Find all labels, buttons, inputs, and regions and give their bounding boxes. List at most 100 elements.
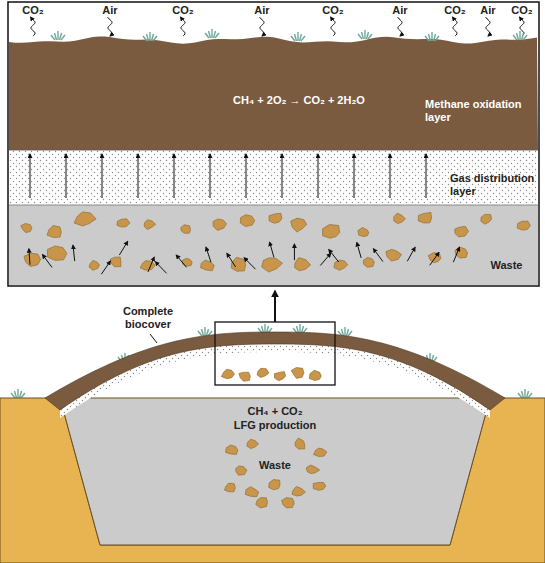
band-label: Waste [479, 259, 534, 272]
waste-lump [221, 369, 234, 379]
surface-gas-arrow [331, 17, 336, 36]
band-label: LFG production [195, 419, 355, 432]
plant [198, 331, 202, 336]
gas-arrow [66, 154, 67, 198]
plant [519, 31, 520, 40]
waste-lump [481, 214, 492, 224]
plant [518, 393, 522, 398]
plant [11, 393, 15, 398]
waste-lumps [221, 368, 326, 509]
waste-lump [386, 249, 402, 261]
plant [264, 324, 265, 333]
ground [0, 398, 545, 563]
waste-band: Waste [9, 205, 538, 285]
plant [15, 391, 17, 398]
plant [204, 327, 205, 336]
gas-arrow [354, 154, 355, 198]
waste-lump [291, 368, 304, 379]
callout-label: Complete biocover [113, 305, 183, 331]
plant [291, 36, 295, 41]
inset-marker [215, 322, 335, 385]
gas-arrow [270, 242, 274, 257]
surface-gas-arrows [31, 17, 525, 36]
waste-lump [274, 372, 285, 381]
waste-lump [313, 482, 326, 490]
zoom-arrow [274, 291, 276, 322]
waste-lump [295, 438, 305, 449]
inset-frame [8, 2, 539, 286]
waste-lump [257, 368, 269, 377]
band-label: CH₄ + CO₂ [195, 405, 355, 418]
waste-lump [225, 483, 236, 492]
plant [429, 34, 431, 41]
waste-lump [282, 498, 295, 508]
gas-arrow [430, 252, 439, 265]
waste-lump [364, 257, 375, 267]
gas-label: CO₂ [172, 4, 193, 17]
band-label: Waste [195, 459, 355, 472]
waste-lump [314, 448, 327, 456]
gas-arrow [119, 241, 127, 255]
plant [513, 35, 517, 40]
gas-arrow [155, 262, 166, 273]
gas-arrow [227, 253, 236, 267]
plant [517, 33, 519, 40]
waste-lump [24, 253, 41, 266]
plant [528, 393, 532, 398]
waste-lump [117, 219, 130, 227]
gas-arrow [138, 154, 139, 198]
waste-lump [144, 220, 156, 230]
plant [295, 34, 297, 41]
gas-arrow [210, 154, 211, 198]
band-label: Gas distribution layer [450, 172, 545, 198]
waste-lump [226, 445, 238, 454]
waste-lump [245, 487, 258, 497]
plant [202, 329, 204, 336]
waste-lump [74, 212, 96, 226]
plant [61, 35, 65, 40]
layer-boundary [9, 205, 538, 206]
waste-lump [47, 246, 67, 261]
waste-lump [21, 223, 32, 232]
plant [342, 329, 344, 336]
gas-layer-arc [60, 344, 490, 418]
plant [17, 389, 18, 398]
waste-lump [140, 261, 155, 271]
waste-lump [247, 439, 259, 448]
gas-arrow [206, 247, 211, 262]
gas-arrow [373, 249, 383, 262]
gas-arrow [102, 154, 103, 198]
waste-lump [292, 487, 305, 497]
waste-lump [89, 260, 100, 270]
waste-lump [517, 221, 530, 230]
surface-gas-arrow [453, 17, 458, 36]
plant [51, 35, 55, 40]
gas-arrow [73, 245, 75, 261]
gas-arrow [320, 253, 330, 265]
surface-gas-arrow [181, 17, 186, 36]
waste-lump [309, 370, 321, 380]
plant [523, 35, 527, 40]
waste-lump [269, 480, 280, 490]
gas-arrow [30, 154, 31, 198]
plant [215, 33, 219, 38]
landfill-pit [60, 398, 490, 545]
surface-gas-arrow [398, 17, 403, 36]
gas-arrow [282, 154, 283, 198]
waste-lump [47, 226, 61, 238]
gas-label: CO₂ [322, 4, 343, 17]
gas-arrow [357, 243, 361, 258]
gas-label: Air [480, 4, 495, 17]
gas-flow-arrows [29, 154, 460, 274]
surface-gas-arrow [108, 17, 113, 36]
gas-arrow [43, 255, 53, 268]
plant [344, 327, 345, 336]
plant [149, 32, 150, 41]
plant [524, 389, 525, 398]
leader-line [150, 334, 157, 343]
waste-lump [181, 225, 191, 234]
plant [522, 391, 524, 398]
waste-lump [455, 226, 469, 237]
plant [362, 32, 364, 39]
gas-label: CO₂ [444, 4, 465, 17]
